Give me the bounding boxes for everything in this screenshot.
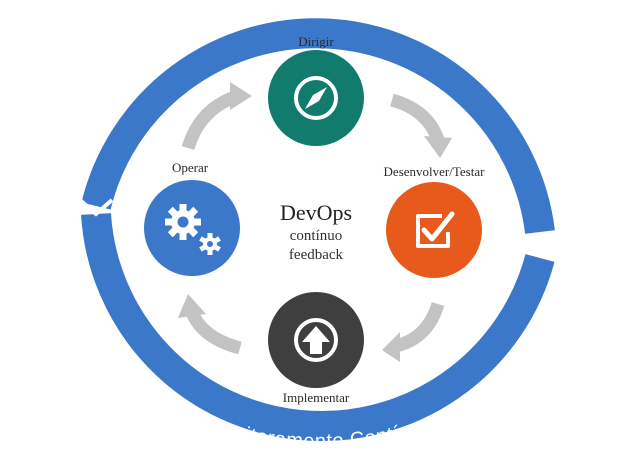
center-text: DevOps contínuo feedback xyxy=(280,200,352,263)
center-subtitle-line1: contínuo xyxy=(290,228,343,244)
ring-notch-right xyxy=(522,238,558,257)
arrow-head-plan-to-develop xyxy=(424,136,452,158)
arrow-deploy-to-operate xyxy=(185,309,242,355)
cycle-arrows xyxy=(178,82,452,362)
compass-icon xyxy=(294,76,338,120)
monitoring-ring: Monitoramento Contínuo xyxy=(78,18,558,453)
upload-arrow-icon xyxy=(294,318,338,362)
stage-operate-label: Operar xyxy=(172,160,209,175)
stage-develop-label: Desenvolver/Testar xyxy=(384,164,486,179)
monitoring-ring-upper-arc xyxy=(81,18,555,234)
stage-deploy-label: Implementar xyxy=(283,390,350,405)
arrow-head-develop-to-deploy xyxy=(382,332,400,362)
stage-develop-circle xyxy=(386,182,482,278)
arrow-head-deploy-to-operate xyxy=(178,294,206,318)
arrow-head-operate-to-plan xyxy=(230,82,252,110)
center-title: DevOps xyxy=(280,200,352,225)
center-subtitle-line2: feedback xyxy=(289,247,344,263)
ring-notch-left xyxy=(78,198,114,217)
stage-operate: Operar xyxy=(144,160,240,276)
stage-plan: Dirigir xyxy=(268,34,364,146)
arrow-plan-to-develop xyxy=(390,93,445,143)
monitoring-ring-lower-arc xyxy=(81,213,555,441)
stage-plan-label: Dirigir xyxy=(298,34,334,49)
gears-icon xyxy=(165,204,221,255)
stage-develop: Desenvolver/Testar xyxy=(384,164,486,278)
arrow-develop-to-deploy xyxy=(394,301,445,353)
stage-deploy: Implementar xyxy=(268,292,364,405)
checkbox-icon xyxy=(416,211,455,248)
